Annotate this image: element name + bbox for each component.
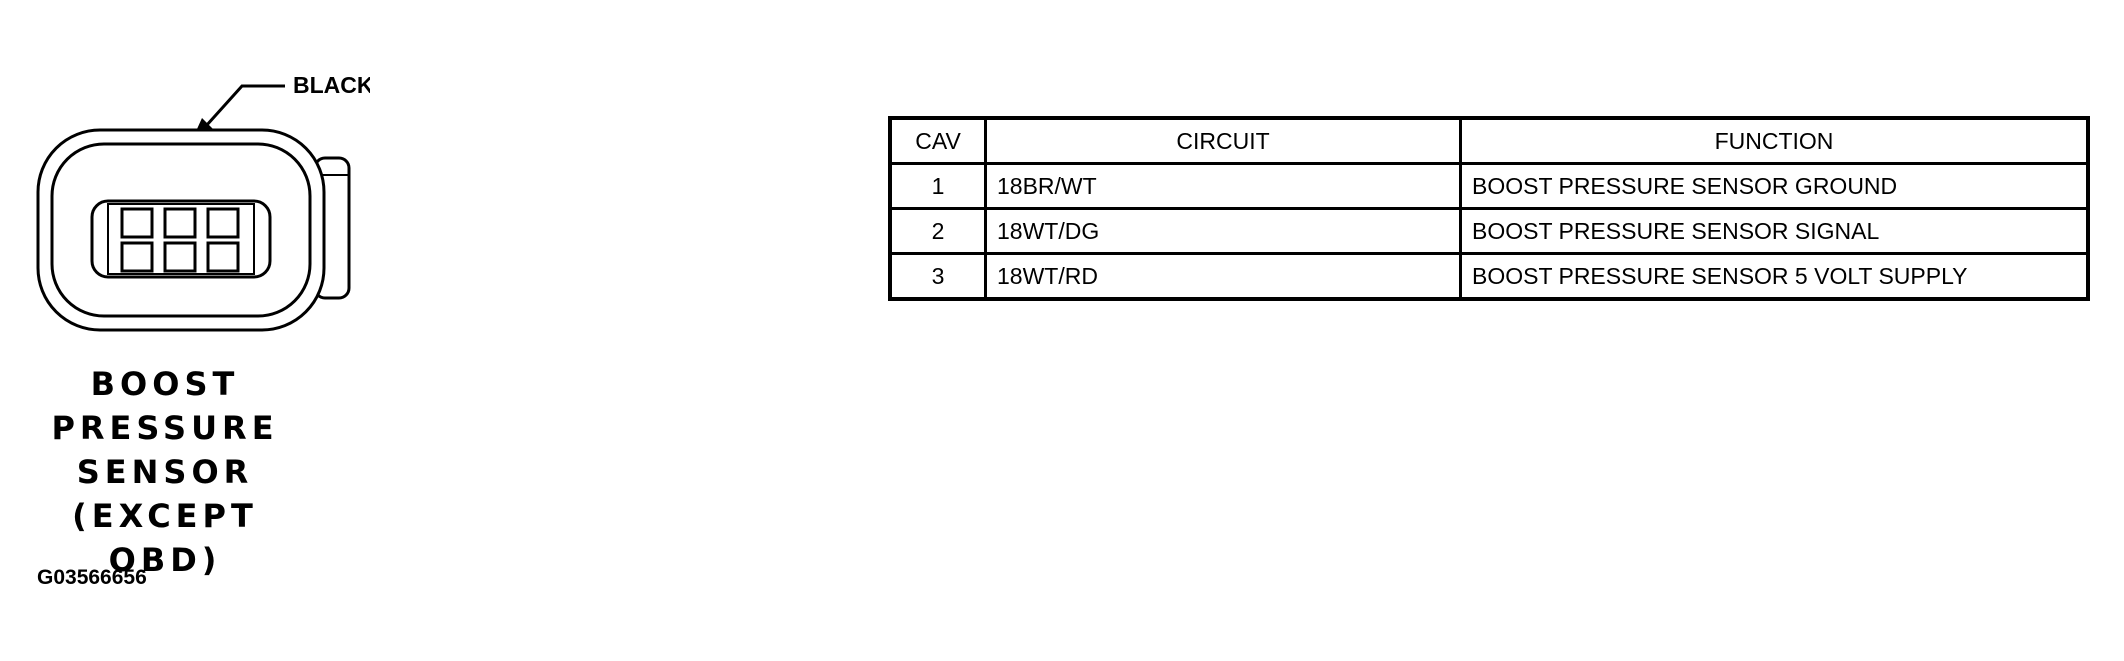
pinout-table: CAV CIRCUIT FUNCTION 1 18BR/WT BOOST PRE… <box>888 116 2090 301</box>
table-row: 2 18WT/DG BOOST PRESSURE SENSOR SIGNAL <box>888 207 2090 255</box>
component-name-line: PRESSURE <box>51 409 279 447</box>
component-name-line: BOOST <box>90 365 240 403</box>
header-circuit: CIRCUIT <box>984 116 1462 165</box>
header-cav: CAV <box>888 116 987 165</box>
connector-face-drawing: BLACK <box>36 72 370 332</box>
connector-color-label: BLACK <box>293 72 370 98</box>
cell-cav: 1 <box>888 162 987 210</box>
table-row: 3 18WT/RD BOOST PRESSURE SENSOR 5 VOLT S… <box>888 252 2090 301</box>
leader-line <box>204 84 285 128</box>
cell-function: BOOST PRESSURE SENSOR GROUND <box>1459 162 2090 210</box>
terminal-cavity <box>120 241 154 273</box>
cavity-block-inner <box>107 203 255 275</box>
component-name: BOOST PRESSURE SENSOR (EXCEPT OBD) <box>20 362 310 582</box>
connector-housing-outer <box>36 128 326 332</box>
cell-circuit: 18BR/WT <box>984 162 1462 210</box>
table-row: 1 18BR/WT BOOST PRESSURE SENSOR GROUND <box>888 162 2090 210</box>
figure-id: G03566656 <box>37 566 147 589</box>
terminal-cavity <box>163 207 197 239</box>
terminal-cavity <box>163 241 197 273</box>
cell-cav: 3 <box>888 252 987 301</box>
cavity-block <box>90 199 272 279</box>
component-name-line: (EXCEPT OBD) <box>72 497 258 579</box>
cell-function: BOOST PRESSURE SENSOR 5 VOLT SUPPLY <box>1459 252 2090 301</box>
connector-housing-inner <box>50 142 312 318</box>
cell-circuit: 18WT/RD <box>984 252 1462 301</box>
table-header-row: CAV CIRCUIT FUNCTION <box>888 116 2090 165</box>
header-function: FUNCTION <box>1459 116 2090 165</box>
terminal-cavity <box>120 207 154 239</box>
cell-function: BOOST PRESSURE SENSOR SIGNAL <box>1459 207 2090 255</box>
cell-circuit: 18WT/DG <box>984 207 1462 255</box>
terminal-cavity <box>206 207 240 239</box>
cell-cav: 2 <box>888 207 987 255</box>
terminal-cavity <box>206 241 240 273</box>
component-name-line: SENSOR <box>76 453 254 491</box>
